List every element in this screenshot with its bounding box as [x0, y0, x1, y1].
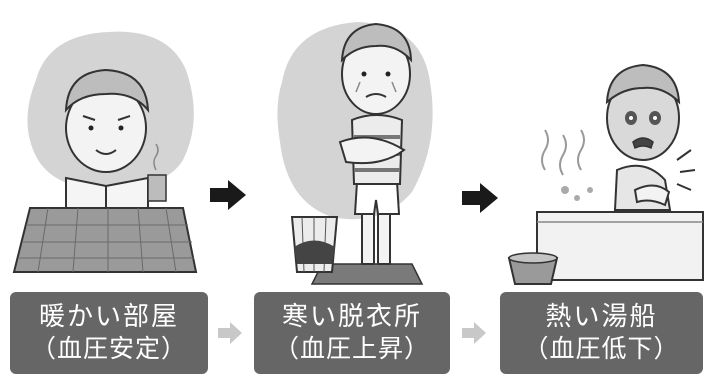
- stage-condition: （血圧上昇）: [274, 333, 430, 365]
- stage-title: 寒い脱衣所: [282, 301, 422, 333]
- arrow-right-icon: [462, 322, 486, 348]
- warm-room-illustration: [8, 10, 208, 285]
- scene-warm-room: [8, 10, 208, 285]
- scene-cold-changing-room: [262, 2, 442, 287]
- stage-condition: （血圧安定）: [31, 333, 187, 365]
- arrow-right-icon: [462, 183, 498, 217]
- cold-room-illustration: [262, 2, 442, 287]
- hot-bath-illustration: [505, 40, 710, 290]
- stage-title: 熱い湯船: [545, 301, 657, 333]
- stage-label-cold-room: 寒い脱衣所 （血圧上昇）: [254, 292, 450, 374]
- stage-title: 暖かい部屋: [39, 301, 179, 333]
- stage-condition: （血圧低下）: [523, 333, 679, 365]
- arrow-right-icon: [218, 322, 242, 348]
- stage-label-hot-bath: 熱い湯船 （血圧低下）: [500, 292, 703, 374]
- scene-hot-bath: [505, 40, 710, 290]
- stage-label-warm-room: 暖かい部屋 （血圧安定）: [10, 292, 208, 374]
- arrow-right-icon: [210, 180, 246, 214]
